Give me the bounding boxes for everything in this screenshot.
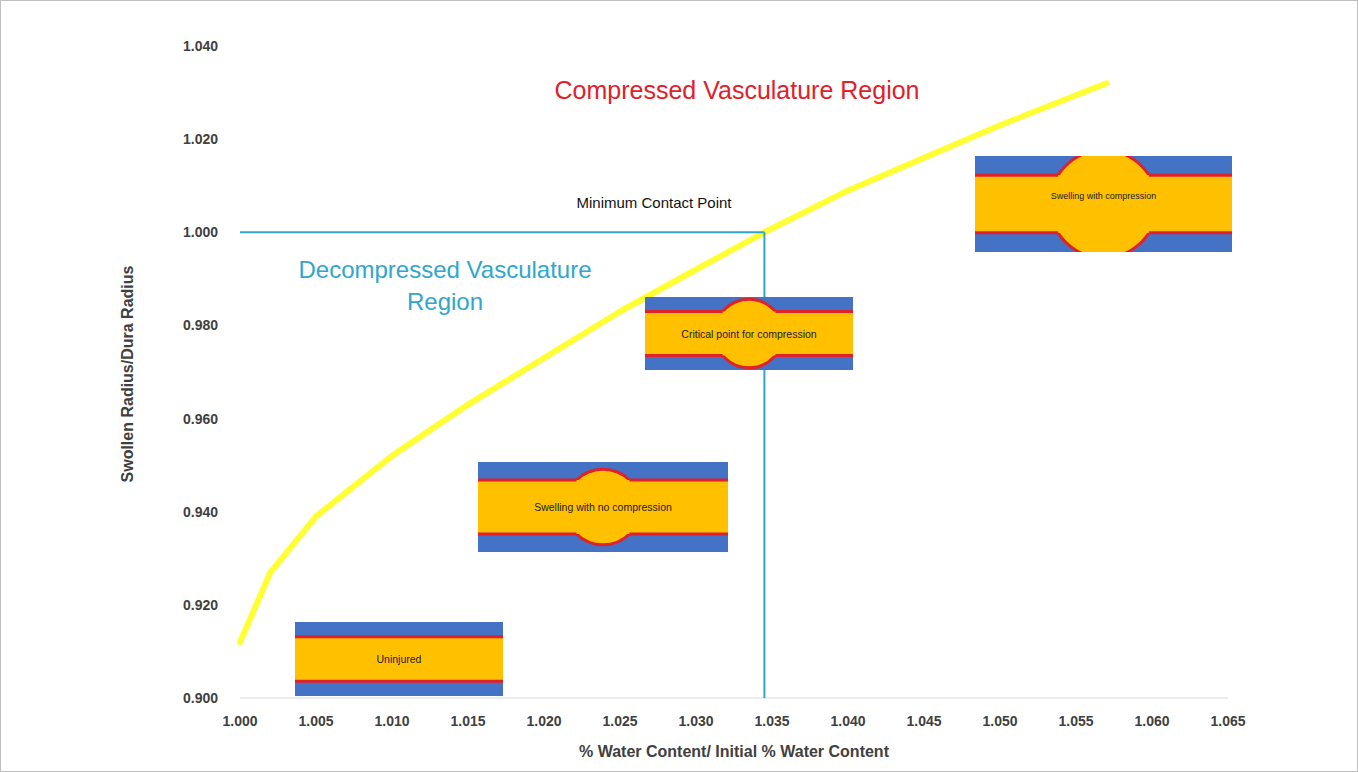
- tick-label: 0.960: [183, 411, 218, 427]
- pia-line: [629, 479, 728, 482]
- tick-label: 1.015: [450, 713, 485, 729]
- pia-line: [295, 680, 503, 683]
- pia-line: [975, 174, 1058, 177]
- tick-label: 1.035: [754, 713, 789, 729]
- tick-label: 1.040: [830, 713, 865, 729]
- vessel-inset: Swelling with compression: [975, 156, 1232, 252]
- tick-label: 1.050: [982, 713, 1017, 729]
- tick-label: 0.920: [183, 597, 218, 613]
- pia-line: [645, 354, 723, 357]
- pia-line: [1149, 174, 1232, 177]
- pia-line: [295, 635, 503, 638]
- region-label: Compressed Vasculature Region: [554, 76, 919, 105]
- x-axis: [240, 698, 1228, 699]
- spinal-cord: [975, 175, 1232, 233]
- threshold-line: [240, 231, 764, 233]
- pia-line: [975, 231, 1058, 234]
- vessel-inset: Swelling with no compression: [478, 462, 728, 552]
- tick-label: 1.025: [602, 713, 637, 729]
- tick-label: 1.010: [374, 713, 409, 729]
- tick-label: 1.020: [183, 131, 218, 147]
- inset-label: Swelling with no compression: [478, 501, 728, 513]
- vessel-inset: Critical point for compression: [645, 297, 853, 370]
- region-label: Decompressed Vasculature Region: [265, 254, 625, 319]
- tick-label: 1.000: [222, 713, 257, 729]
- pia-line: [645, 310, 723, 313]
- tick-label: 0.900: [183, 690, 218, 706]
- spinal-cord: [478, 480, 728, 534]
- spinal-cord: [645, 312, 853, 356]
- dura: [645, 297, 853, 370]
- inset-label: Uninjured: [295, 653, 503, 665]
- inset-label: Swelling with compression: [975, 191, 1232, 201]
- vessel-inset: Uninjured: [295, 622, 503, 696]
- tick-label: 1.045: [906, 713, 941, 729]
- pia-line: [478, 533, 577, 536]
- tick-label: 1.060: [1134, 713, 1169, 729]
- pia-line: [629, 533, 728, 536]
- vessel-illustration: [975, 156, 1232, 252]
- tick-label: 1.005: [298, 713, 333, 729]
- tick-label: 1.065: [1210, 713, 1245, 729]
- pia-line: [775, 354, 853, 357]
- tick-label: 1.000: [183, 224, 218, 240]
- tick-label: 0.940: [183, 504, 218, 520]
- point-label: Minimum Contact Point: [576, 194, 731, 211]
- pia-line: [478, 479, 577, 482]
- axis-title: Swollen Radius/Dura Radius: [119, 266, 137, 483]
- dura: [478, 462, 728, 552]
- tick-label: 1.055: [1058, 713, 1093, 729]
- dura: [295, 622, 503, 696]
- pia-line: [775, 310, 853, 313]
- tick-label: 0.980: [183, 317, 218, 333]
- inset-label: Critical point for compression: [645, 328, 853, 340]
- tick-label: 1.040: [183, 38, 218, 54]
- spinal-cord: [295, 637, 503, 681]
- tick-label: 1.020: [526, 713, 561, 729]
- tick-label: 1.030: [678, 713, 713, 729]
- pia-line: [1149, 231, 1232, 234]
- axis-title: % Water Content/ Initial % Water Content: [579, 743, 889, 761]
